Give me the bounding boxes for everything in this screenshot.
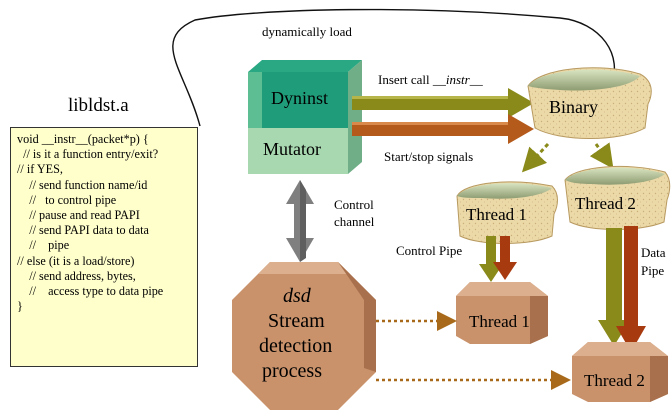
code-line: // send address, bytes, (17, 268, 136, 283)
data-pipe-arrows (598, 226, 646, 352)
dynamically-load-label: dynamically load (262, 24, 352, 39)
insert-call-function: __instr__ (432, 72, 483, 87)
thread2-cloud (564, 165, 671, 230)
binary-cloud (527, 67, 652, 139)
binary-label: Binary (549, 97, 598, 117)
control-pipe-label: Control Pipe (396, 243, 463, 258)
dsd-line1: Stream (268, 310, 325, 332)
instr-code-box: void __instr__(packet*p) { // is it a fu… (10, 127, 198, 367)
thread2-bottom-label: Thread 2 (584, 371, 645, 390)
mutator-block (248, 60, 362, 174)
thread1-bottom-label: Thread 1 (469, 312, 530, 331)
libldst-label: libldst.a (68, 95, 129, 116)
code-line: // pause and read PAPI (17, 208, 140, 223)
binary-to-thread1-arrow (521, 142, 550, 173)
start-stop-label: Start/stop signals (384, 149, 474, 164)
code-line: // else (it is a load/store) (17, 253, 135, 268)
thread1-cloud (456, 181, 558, 244)
control-channel-arrow (286, 180, 314, 262)
dsd-process-octagon (232, 262, 376, 410)
start-stop-arrow (352, 114, 534, 144)
code-line: // access type to data pipe (17, 284, 164, 299)
code-line: // send function name/id (17, 177, 148, 192)
dsd-line3: process (262, 360, 322, 382)
dynamic-load-curve (172, 8, 621, 127)
control-channel-label-2: channel (334, 214, 375, 229)
code-line: // is it a function entry/exit? (17, 147, 159, 162)
binary-to-thread2-arrow (589, 142, 614, 169)
dyninst-label: Dyninst (271, 88, 329, 108)
insert-call-label: Insert call __instr__ (378, 73, 483, 86)
thread1-box (456, 282, 548, 344)
control-pipe-arrows (479, 236, 517, 282)
data-pipe-label-1: Data (641, 245, 666, 260)
mutator-label: Mutator (263, 139, 321, 159)
thread1-top-label: Thread 1 (466, 205, 527, 224)
code-line: // if YES, (17, 162, 63, 177)
thread2-top-label: Thread 2 (575, 194, 636, 213)
control-channel-label-1: Control (334, 197, 374, 212)
dsd-label: dsd (283, 285, 311, 307)
thread2-box (572, 342, 668, 402)
code-line: // pipe (17, 238, 70, 253)
code-line: } (17, 299, 23, 314)
dsd-line2: detection (259, 335, 333, 357)
code-line: // to control pipe (17, 192, 117, 207)
data-pipe-label-2: Pipe (641, 263, 665, 278)
code-line: // send PAPI data to data (17, 223, 149, 238)
code-line: void __instr__(packet*p) { (17, 132, 149, 146)
insert-call-arrow (352, 88, 534, 118)
insert-call-text: Insert call (378, 72, 433, 87)
